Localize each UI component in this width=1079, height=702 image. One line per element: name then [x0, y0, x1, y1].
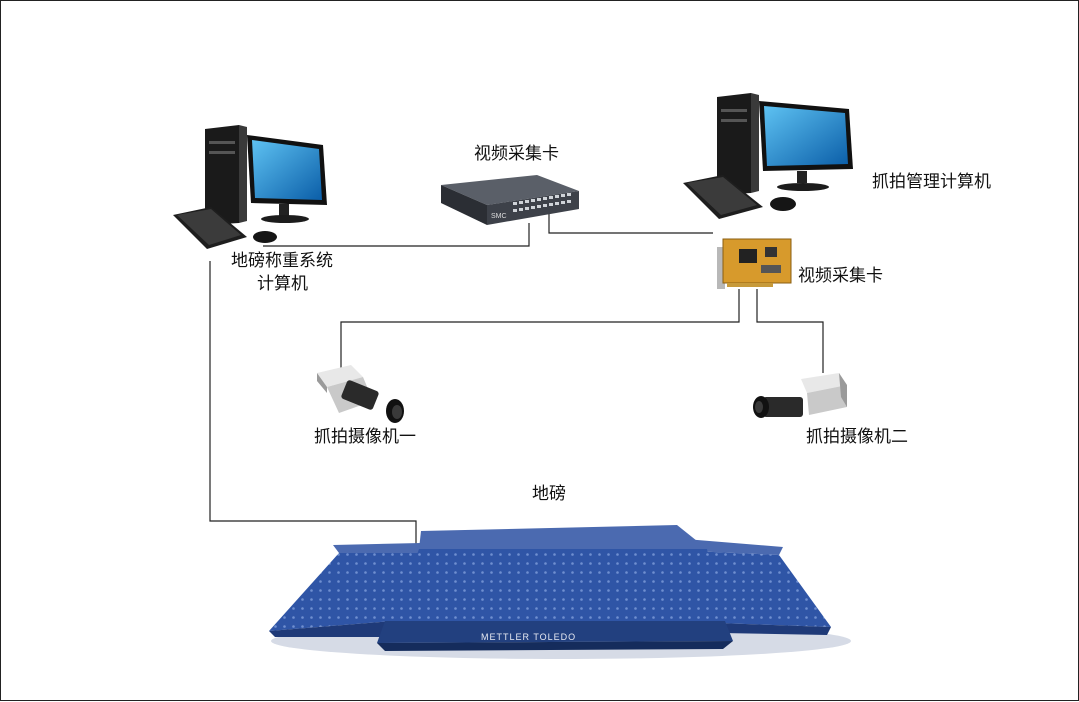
line-card-to-camera2	[756, 289, 824, 373]
connection-lines	[209, 211, 824, 549]
capture-card-label: 视频采集卡	[798, 266, 883, 286]
capture-card-icon	[717, 238, 792, 289]
weighbridge-scale-icon: METTLER TOLEDO	[269, 525, 851, 659]
scale-brand: METTLER TOLEDO	[481, 632, 576, 642]
scale-label: 地磅	[532, 484, 566, 504]
left-computer-icon	[173, 125, 327, 249]
line-left-pc-to-switch	[263, 223, 530, 247]
line-card-to-camera1	[340, 289, 740, 369]
camera-two-icon	[753, 373, 847, 418]
switch-label: 视频采集卡	[474, 144, 559, 164]
switch-brand: SMC	[491, 213, 507, 220]
camera-one-label: 抓拍摄像机一	[314, 427, 416, 447]
left-computer-label-line2: 计算机	[257, 274, 308, 294]
left-computer-label-line1: 地磅称重系统	[231, 251, 333, 271]
right-computer-label: 抓拍管理计算机	[872, 172, 991, 192]
camera-one-icon	[317, 365, 404, 423]
line-left-pc-to-scale	[209, 261, 417, 549]
line-switch-to-right-pc	[548, 211, 713, 234]
camera-two-label: 抓拍摄像机二	[806, 427, 908, 447]
switch-icon: SMC	[441, 175, 579, 225]
right-computer-icon	[683, 93, 853, 219]
